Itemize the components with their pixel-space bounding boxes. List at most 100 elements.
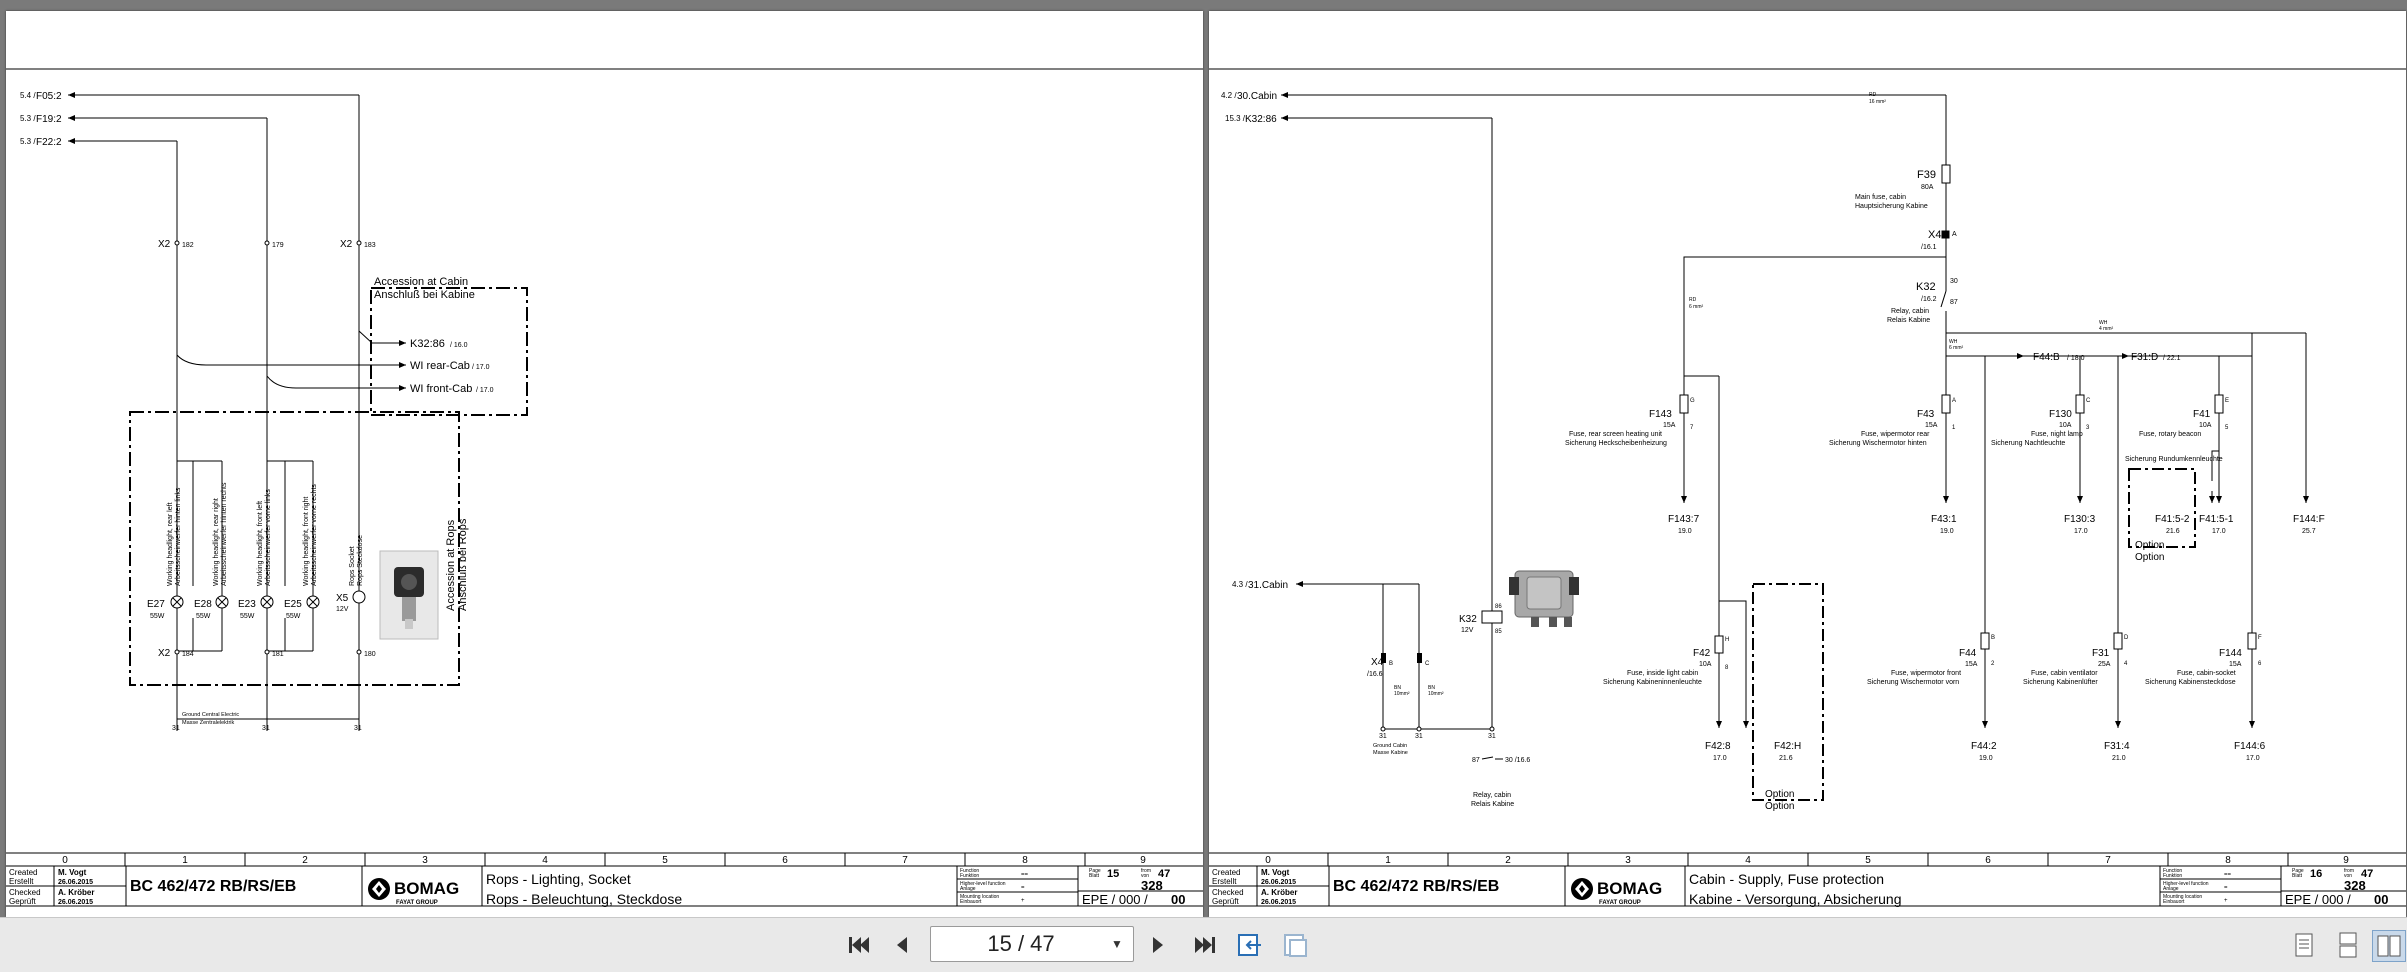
svg-text:2: 2 bbox=[1991, 661, 1995, 667]
svg-text:0: 0 bbox=[1265, 855, 1271, 866]
page-indicator: 15 / 47 bbox=[987, 931, 1055, 956]
cabin-connection-box: Accession at Cabin Anschluß bei Kabine K… bbox=[370, 276, 528, 416]
svg-text:Fuse, wipermotor rear: Fuse, wipermotor rear bbox=[1861, 431, 1930, 438]
svg-text:26.06.2015: 26.06.2015 bbox=[1261, 879, 1296, 886]
previous-page-icon bbox=[897, 937, 907, 953]
svg-text:=: = bbox=[1021, 885, 1025, 891]
svg-text:Anlage: Anlage bbox=[2163, 886, 2179, 892]
schematic-page-15: 5.4 / F05:2 5.3 / F19:2 5.3 / F22:2 X bbox=[6, 11, 1203, 917]
two-page-view-button[interactable] bbox=[2372, 930, 2406, 962]
option-box-F41: Option Option bbox=[2128, 468, 2196, 563]
svg-text:15A: 15A bbox=[2229, 661, 2242, 668]
svg-text:F41:5-1: F41:5-1 bbox=[2199, 514, 2234, 525]
svg-text:Funktion: Funktion bbox=[960, 873, 979, 879]
svg-text:F: F bbox=[2258, 635, 2262, 641]
svg-text:184: 184 bbox=[182, 651, 194, 658]
svg-text:Sicherung Nachtleuchte: Sicherung Nachtleuchte bbox=[1991, 440, 2065, 447]
svg-text:B: B bbox=[1389, 661, 1393, 667]
svg-text:179: 179 bbox=[272, 242, 284, 249]
svg-text:Rops Steckdose: Rops Steckdose bbox=[357, 535, 364, 586]
svg-text:Function: Function bbox=[2163, 868, 2182, 874]
svg-text:X2: X2 bbox=[158, 239, 171, 250]
svg-text:4.3 /: 4.3 / bbox=[1232, 580, 1248, 589]
svg-text:==: == bbox=[2224, 872, 2232, 878]
svg-text:FAYAT GROUP: FAYAT GROUP bbox=[396, 900, 438, 906]
svg-text:8: 8 bbox=[1725, 665, 1729, 671]
page-number-select[interactable]: 15 / 47 ▼ bbox=[930, 926, 1134, 962]
svg-text:Sicherung Wischermotor vorn: Sicherung Wischermotor vorn bbox=[1867, 679, 1959, 686]
svg-text:E25: E25 bbox=[284, 599, 302, 610]
svg-text:Checked: Checked bbox=[1212, 888, 1244, 897]
svg-text:8: 8 bbox=[2225, 855, 2231, 866]
svg-text:Fuse, wipermotor front: Fuse, wipermotor front bbox=[1891, 670, 1961, 677]
fuse-F39-labels: F39 80A Main fuse, cabin Hauptsicherung … bbox=[1855, 169, 1936, 210]
continuous-view-button[interactable] bbox=[2334, 930, 2362, 960]
svg-text:EPE / 000 /: EPE / 000 / bbox=[2285, 892, 2351, 907]
svg-text:Option: Option bbox=[2135, 540, 2164, 551]
single-page-view-button[interactable] bbox=[2290, 930, 2318, 960]
relay-K32-labels: X4 /16.1 A K32 /16.2 Relay, cabin Relais… bbox=[1887, 229, 1958, 324]
svg-text:from: from bbox=[1141, 868, 1151, 874]
output-labels-bottom: F42:8 17.0 F42:H 21.6 F44:2 19.0 F31:4 2… bbox=[1705, 741, 2266, 762]
last-page-button[interactable] bbox=[1190, 930, 1220, 960]
svg-text:5: 5 bbox=[1865, 855, 1871, 866]
svg-text:Einbauort: Einbauort bbox=[2163, 899, 2185, 905]
svg-text:55W: 55W bbox=[240, 613, 255, 620]
chevron-down-icon: ▼ bbox=[1111, 937, 1123, 951]
svg-text:X5: X5 bbox=[336, 593, 349, 604]
svg-text:Rops - Beleuchtung, Steckdose: Rops - Beleuchtung, Steckdose bbox=[486, 891, 682, 907]
svg-text:3: 3 bbox=[1625, 855, 1631, 866]
connector-ref: 5.4 / bbox=[20, 91, 36, 100]
svg-text:12V: 12V bbox=[1461, 627, 1474, 634]
svg-text:Masse Zentralelektrik: Masse Zentralelektrik bbox=[182, 720, 235, 726]
svg-text:25.7: 25.7 bbox=[2302, 528, 2316, 535]
first-page-button[interactable] bbox=[844, 930, 874, 960]
back-view-button[interactable] bbox=[1234, 930, 1266, 960]
svg-text:H: H bbox=[1725, 637, 1729, 643]
svg-text:Kabine - Versorgung, Absicheru: Kabine - Versorgung, Absicherung bbox=[1689, 891, 1901, 907]
svg-text:87: 87 bbox=[1950, 299, 1958, 306]
svg-text:Blatt: Blatt bbox=[2292, 873, 2303, 879]
single-page-icon bbox=[2295, 933, 2313, 957]
schematic-page-16: 4.2 / 30.Cabin 15.3 / K32:86 4.3 / 31.Ca… bbox=[1209, 11, 2406, 917]
svg-text:Masse Kabine: Masse Kabine bbox=[1373, 750, 1408, 756]
svg-text:Page: Page bbox=[2292, 868, 2304, 874]
svg-text:2: 2 bbox=[302, 855, 308, 866]
svg-text:26.06.2015: 26.06.2015 bbox=[58, 899, 93, 906]
svg-text:Anschluß bei Rops: Anschluß bei Rops bbox=[457, 518, 469, 611]
title-block: Created Erstellt M. Vogt 26.06.2015 Chec… bbox=[1209, 866, 2406, 907]
lamp-E28 bbox=[215, 595, 229, 609]
option-box-F42: Option Option bbox=[1752, 583, 1824, 812]
svg-text:C: C bbox=[1425, 661, 1430, 667]
svg-text:8: 8 bbox=[1022, 855, 1028, 866]
svg-text:Fuse, inside light cabin: Fuse, inside light cabin bbox=[1627, 670, 1698, 677]
svg-text:31: 31 bbox=[1379, 733, 1387, 740]
svg-text:/ 22.1: / 22.1 bbox=[2163, 355, 2181, 362]
svg-text:55W: 55W bbox=[150, 613, 165, 620]
svg-text:FAYAT GROUP: FAYAT GROUP bbox=[1599, 900, 1641, 906]
svg-text:5: 5 bbox=[2225, 425, 2229, 431]
svg-text:183: 183 bbox=[364, 242, 376, 249]
svg-text:6: 6 bbox=[2258, 661, 2262, 667]
svg-text:X2: X2 bbox=[340, 239, 353, 250]
svg-text:00: 00 bbox=[2374, 892, 2388, 907]
forward-view-button[interactable] bbox=[1280, 930, 1312, 960]
svg-text:21.0: 21.0 bbox=[2112, 755, 2126, 762]
svg-text:Geprüft: Geprüft bbox=[1212, 897, 1239, 906]
svg-text:M. Vogt: M. Vogt bbox=[1261, 868, 1290, 877]
back-view-icon bbox=[1238, 934, 1261, 956]
previous-page-button[interactable] bbox=[890, 930, 914, 960]
terminals-top: X2 182 179 X2 183 bbox=[158, 239, 376, 250]
svg-text:K32: K32 bbox=[1459, 614, 1477, 625]
svg-text:16: 16 bbox=[2310, 868, 2322, 880]
svg-text:/ 17.0: / 17.0 bbox=[476, 387, 494, 394]
svg-text:3: 3 bbox=[2086, 425, 2090, 431]
svg-text:31: 31 bbox=[354, 725, 362, 732]
svg-text:BOMAG: BOMAG bbox=[1597, 879, 1662, 898]
svg-text:WI front-Cab: WI front-Cab bbox=[410, 383, 472, 395]
next-page-button[interactable] bbox=[1146, 930, 1170, 960]
svg-text:F44: F44 bbox=[1959, 648, 1977, 659]
svg-text:9: 9 bbox=[1140, 855, 1146, 866]
svg-text:00: 00 bbox=[1171, 892, 1185, 907]
connector-label: F19:2 bbox=[36, 114, 62, 125]
